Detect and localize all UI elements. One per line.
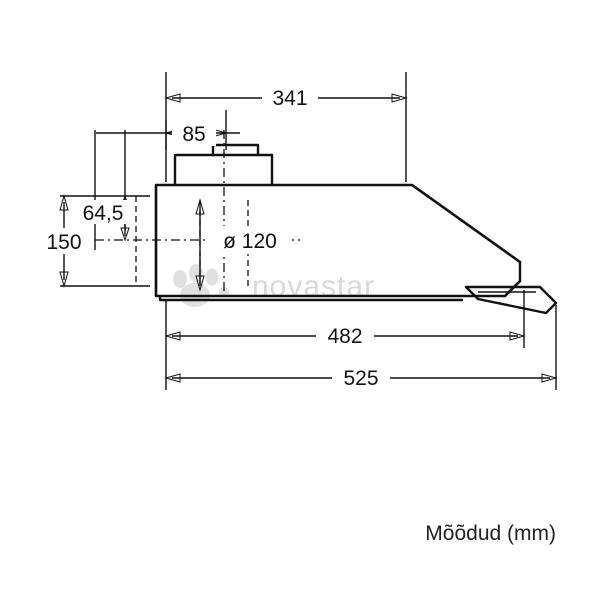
extension-lines — [60, 72, 557, 390]
dimension-diameter-120-label: ø 120 — [223, 230, 277, 253]
dimension-150: 150 — [36, 194, 92, 288]
dimension-482: 482 — [164, 322, 526, 348]
units-caption: Mõõdud (mm) — [425, 522, 556, 545]
dimension-482-label: 482 — [327, 325, 362, 348]
dimension-85-label: 85 — [182, 123, 205, 146]
dimension-85: 85 — [96, 120, 240, 146]
dimension-525: 525 — [164, 364, 558, 390]
dimension-645: 64,5 — [72, 194, 134, 242]
dimension-341-label: 341 — [272, 87, 307, 110]
dimension-645-label: 64,5 — [83, 202, 124, 225]
dimension-diameter-120: ø 120 — [195, 198, 292, 292]
dimension-525-label: 525 — [343, 367, 378, 390]
dimension-150-label: 150 — [46, 231, 81, 254]
watermark-label: novastar — [252, 270, 375, 303]
dimension-341: 341 — [164, 84, 408, 110]
